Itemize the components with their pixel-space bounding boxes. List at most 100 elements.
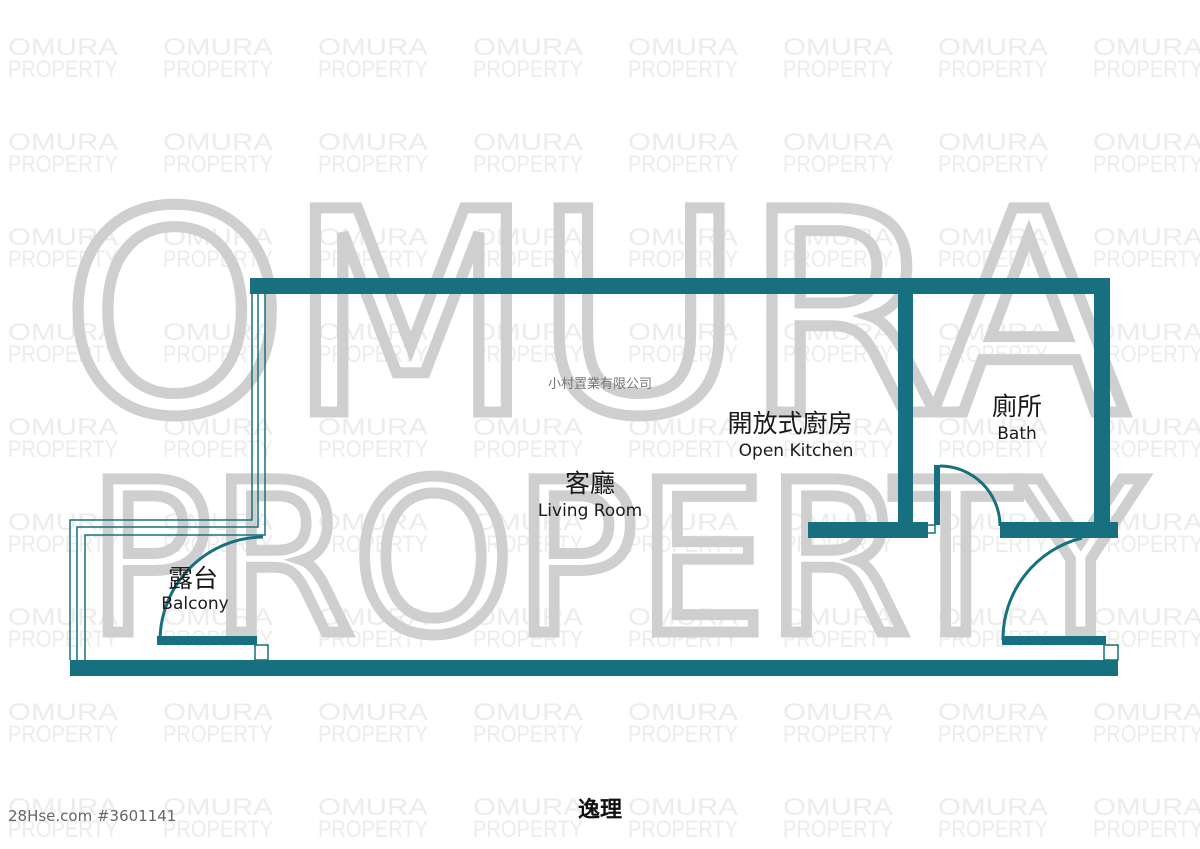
watermark-tile-line1: OMURA bbox=[473, 699, 583, 726]
watermark-tile-line1: OMURA bbox=[938, 794, 1048, 821]
watermark-tile-line1: OMURA bbox=[318, 794, 428, 821]
watermark-tile-line2: PROPERTY bbox=[473, 531, 583, 558]
watermark-tile-line1: OMURA bbox=[783, 34, 893, 61]
bath-door-arc bbox=[939, 464, 1002, 527]
watermark-tile-line1: OMURA bbox=[1093, 224, 1200, 251]
watermark-tile-line1: OMURA bbox=[938, 129, 1048, 156]
listing-reference: 28Hse.com #3601141 bbox=[8, 807, 176, 825]
watermark-tile-line2: PROPERTY bbox=[473, 56, 583, 83]
watermark-tile-line1: OMURA bbox=[783, 129, 893, 156]
watermark-tile-line2: PROPERTY bbox=[628, 56, 738, 83]
watermark-tile-line1: OMURA bbox=[783, 699, 893, 726]
company-name: 小村置業有限公司 bbox=[548, 376, 652, 392]
big-watermark-line2: PROPERTY bbox=[88, 437, 1144, 682]
watermark-tile-line2: PROPERTY bbox=[628, 721, 738, 748]
watermark-tile-line1: OMURA bbox=[473, 604, 583, 631]
watermark-tile-line1: OMURA bbox=[318, 604, 428, 631]
watermark-tile-line1: OMURA bbox=[163, 129, 273, 156]
watermark-tile-line1: OMURA bbox=[163, 794, 273, 821]
kitchen-counter-wall bbox=[808, 522, 928, 538]
watermark-tile-line2: PROPERTY bbox=[318, 626, 428, 653]
watermark-tile-line1: OMURA bbox=[8, 129, 118, 156]
watermark-tile-line1: OMURA bbox=[163, 34, 273, 61]
watermark-tile-line2: PROPERTY bbox=[163, 721, 273, 748]
watermark-tile-line1: OMURA bbox=[8, 604, 118, 631]
watermark-tile-line1: OMURA bbox=[1093, 129, 1200, 156]
watermark-tile-line1: OMURA bbox=[1093, 414, 1200, 441]
watermark-tile-line2: PROPERTY bbox=[8, 151, 118, 178]
watermark-tile-line2: PROPERTY bbox=[628, 531, 738, 558]
watermark-tile-line2: PROPERTY bbox=[1093, 436, 1200, 463]
living-label-en: Living Room bbox=[538, 501, 642, 521]
watermark-tile-line1: OMURA bbox=[8, 509, 118, 536]
bath-door-leaf bbox=[934, 465, 940, 525]
watermark-tile-line1: OMURA bbox=[8, 34, 118, 61]
right-wall bbox=[1094, 278, 1110, 530]
watermark-tile-line1: OMURA bbox=[8, 794, 118, 821]
balcony-label-en: Balcony bbox=[161, 594, 228, 614]
watermark-tile-line2: PROPERTY bbox=[938, 436, 1048, 463]
watermark-grid: OMURAPROPERTYOMURAPROPERTYOMURAPROPERTYO… bbox=[8, 34, 1200, 843]
watermark-tile-line1: OMURA bbox=[163, 699, 273, 726]
watermark-tile-line2: PROPERTY bbox=[1093, 341, 1200, 368]
bath-bottom-wall bbox=[1000, 522, 1118, 538]
watermark-tile-line2: PROPERTY bbox=[783, 341, 893, 368]
watermark-tile-line2: PROPERTY bbox=[938, 56, 1048, 83]
watermark-tile-line2: PROPERTY bbox=[318, 341, 428, 368]
watermark-tile-line2: PROPERTY bbox=[318, 531, 428, 558]
watermark-tile-line2: PROPERTY bbox=[938, 151, 1048, 178]
watermark-tile-line1: OMURA bbox=[938, 319, 1048, 346]
watermark-tile-line1: OMURA bbox=[473, 129, 583, 156]
watermark-tile-line2: PROPERTY bbox=[473, 151, 583, 178]
watermark-tile-line1: OMURA bbox=[163, 604, 273, 631]
walls bbox=[70, 278, 1118, 676]
watermark-tile-line1: OMURA bbox=[163, 509, 273, 536]
bath-label-en: Bath bbox=[997, 424, 1037, 444]
watermark-tile-line2: PROPERTY bbox=[318, 816, 428, 843]
watermark-tile-line2: PROPERTY bbox=[8, 56, 118, 83]
watermark-tile-line1: OMURA bbox=[473, 224, 583, 251]
watermark-tile-line1: OMURA bbox=[628, 319, 738, 346]
watermark-tile-line1: OMURA bbox=[318, 319, 428, 346]
watermark-tile-line2: PROPERTY bbox=[318, 56, 428, 83]
bottom-wall bbox=[70, 660, 1118, 676]
watermark-tile-line2: PROPERTY bbox=[318, 436, 428, 463]
watermark-tile-line1: OMURA bbox=[473, 34, 583, 61]
watermark-tile-line1: OMURA bbox=[783, 319, 893, 346]
watermark-tile-line2: PROPERTY bbox=[163, 341, 273, 368]
watermark-tile-line1: OMURA bbox=[163, 224, 273, 251]
watermark-tile-line2: PROPERTY bbox=[318, 721, 428, 748]
watermark-tile-line2: PROPERTY bbox=[473, 436, 583, 463]
living-label-zh: 客廳 bbox=[565, 469, 615, 498]
watermark-tile-line1: OMURA bbox=[8, 414, 118, 441]
watermark-tile-line2: PROPERTY bbox=[1093, 246, 1200, 273]
watermark-tile-line2: PROPERTY bbox=[1093, 816, 1200, 843]
watermark-tile-line1: OMURA bbox=[8, 224, 118, 251]
watermark-tile-line2: PROPERTY bbox=[8, 246, 118, 273]
watermark-tile-line2: PROPERTY bbox=[783, 56, 893, 83]
watermark-tile-line2: PROPERTY bbox=[938, 341, 1048, 368]
watermark-tile-line2: PROPERTY bbox=[628, 341, 738, 368]
watermark-tile-line2: PROPERTY bbox=[8, 721, 118, 748]
watermark-tile-line1: OMURA bbox=[628, 414, 738, 441]
watermark-tile-line1: OMURA bbox=[628, 34, 738, 61]
watermark-tile-line2: PROPERTY bbox=[628, 246, 738, 273]
watermark-tile-line2: PROPERTY bbox=[628, 626, 738, 653]
entry-door-leaf bbox=[1002, 636, 1106, 645]
watermark-tile-line2: PROPERTY bbox=[163, 151, 273, 178]
watermark-tile-line1: OMURA bbox=[783, 224, 893, 251]
watermark-tile-line2: PROPERTY bbox=[318, 151, 428, 178]
watermark-tile-line1: OMURA bbox=[1093, 604, 1200, 631]
watermark-tile-line1: OMURA bbox=[628, 224, 738, 251]
watermark-tile-line2: PROPERTY bbox=[1093, 151, 1200, 178]
watermark-tile-line1: OMURA bbox=[938, 604, 1048, 631]
watermark-tile-line2: PROPERTY bbox=[628, 151, 738, 178]
watermark-tile-line1: OMURA bbox=[938, 414, 1048, 441]
watermark-tile-line1: OMURA bbox=[628, 699, 738, 726]
watermark-tile-line2: PROPERTY bbox=[783, 151, 893, 178]
watermark-tile-line2: PROPERTY bbox=[8, 626, 118, 653]
balcony-label-zh: 露台 bbox=[168, 564, 218, 593]
watermark-tile-line1: OMURA bbox=[318, 414, 428, 441]
watermark-tile-line2: PROPERTY bbox=[783, 436, 893, 463]
